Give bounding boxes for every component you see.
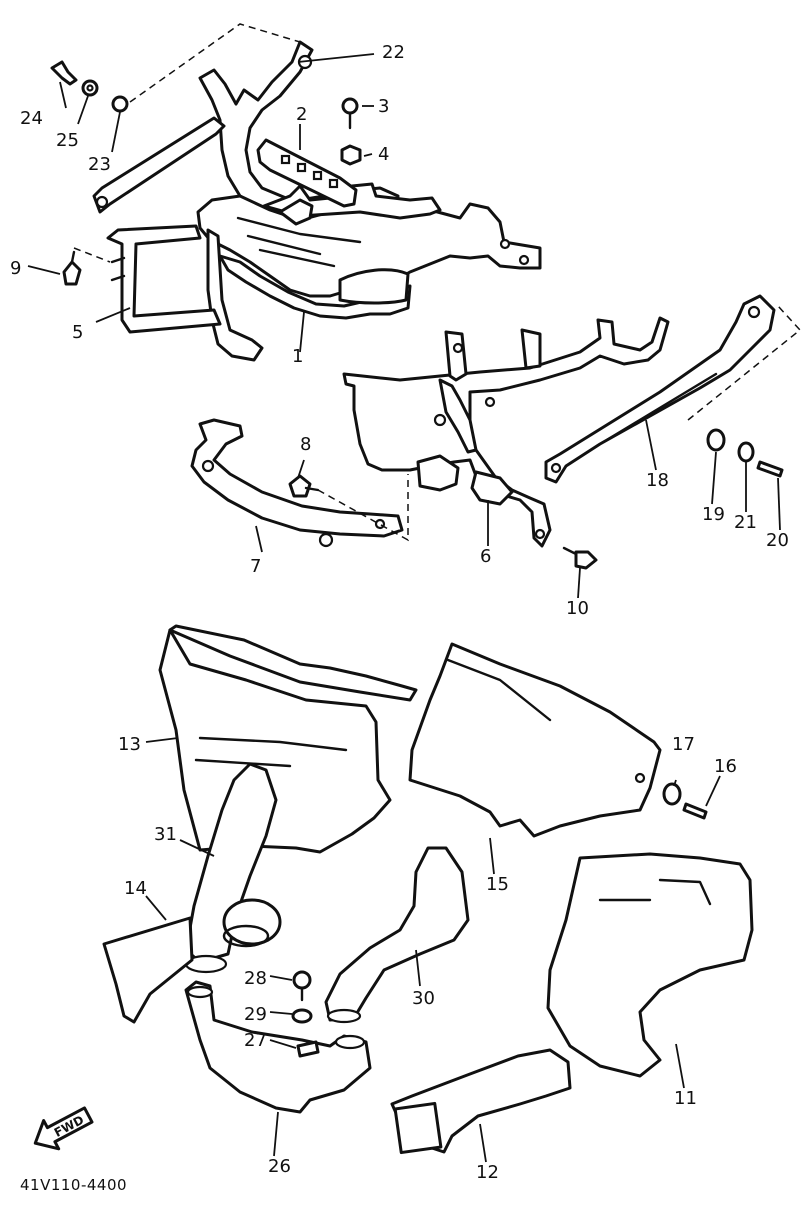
callout-27: 27 (244, 1030, 267, 1051)
curved-stay-part-7 (190, 418, 404, 548)
air-duct-part-31 (184, 762, 278, 974)
callout-6: 6 (480, 546, 491, 567)
callout-24: 24 (20, 108, 43, 129)
air-duct-part-12 (390, 1048, 572, 1155)
assembly-lines (73, 23, 802, 542)
side-cover-part-11 (546, 852, 754, 1078)
upper-rod-bracket (92, 116, 226, 214)
callout-23: 23 (88, 154, 111, 175)
callout-8: 8 (300, 434, 311, 455)
callout-15: 15 (486, 874, 509, 895)
air-duct-part-30 (324, 846, 470, 1024)
callout-31: 31 (154, 824, 177, 845)
callout-3: 3 (378, 96, 389, 117)
lower-left-frame-part (106, 224, 222, 334)
round-element (222, 898, 282, 948)
callout-12: 12 (476, 1162, 499, 1183)
callout-29: 29 (244, 1004, 267, 1025)
fastener-group (50, 60, 784, 1058)
callout-16: 16 (714, 756, 737, 777)
callout-7: 7 (250, 556, 261, 577)
callout-5: 5 (72, 322, 83, 343)
drawing-code: 41V110-4400 (20, 1176, 127, 1194)
callout-22: 22 (382, 42, 405, 63)
callout-9: 9 (10, 258, 21, 279)
callout-20: 20 (766, 530, 789, 551)
callout-1: 1 (292, 346, 303, 367)
callout-10: 10 (566, 598, 589, 619)
small-duct-part-14 (102, 916, 194, 1024)
callout-2: 2 (296, 104, 307, 125)
callout-17: 17 (672, 734, 695, 755)
callout-4: 4 (378, 144, 389, 165)
callout-19: 19 (702, 504, 725, 525)
callout-14: 14 (124, 878, 147, 899)
callout-25: 25 (56, 130, 79, 151)
long-stay-part-18 (544, 294, 776, 484)
side-cover-part-15 (408, 642, 662, 838)
lower-box-part-26 (184, 980, 372, 1114)
middle-frame-part (342, 316, 670, 548)
callout-30: 30 (412, 988, 435, 1009)
callout-labels: 1 2 3 4 5 6 7 8 9 10 11 12 13 14 15 16 1… (10, 42, 789, 1183)
leader-lines (27, 53, 781, 1163)
callout-26: 26 (268, 1156, 291, 1177)
main-frame-part (196, 40, 542, 362)
callout-21: 21 (734, 512, 757, 533)
callout-28: 28 (244, 968, 267, 989)
plate-part-2 (256, 138, 358, 208)
callout-11: 11 (674, 1088, 697, 1109)
callout-18: 18 (646, 470, 669, 491)
forward-direction-arrow: FWD (33, 1106, 94, 1151)
callout-13: 13 (118, 734, 141, 755)
side-cover-part-13 (158, 624, 418, 854)
